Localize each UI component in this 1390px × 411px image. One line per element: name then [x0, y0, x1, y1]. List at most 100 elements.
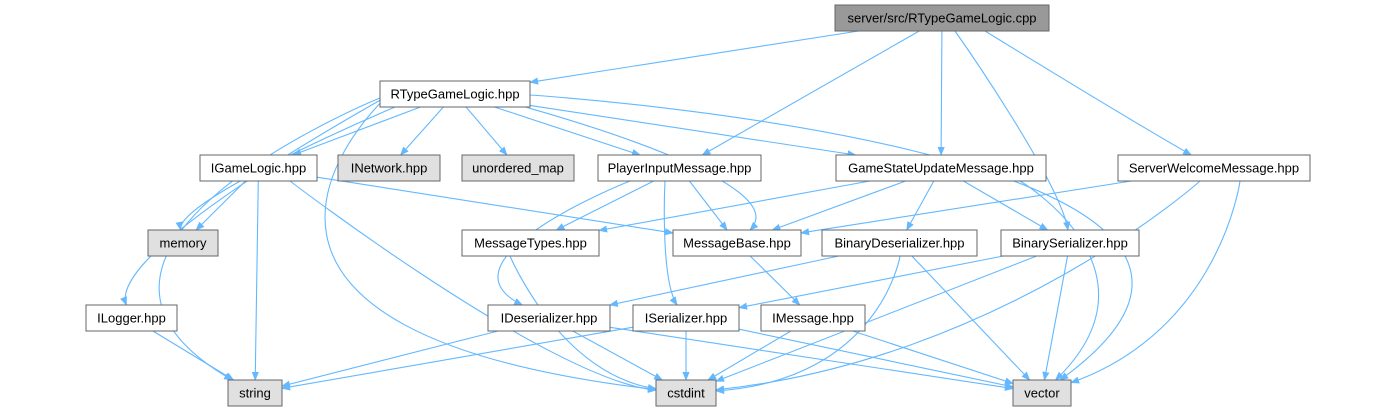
- node-box-mem: [147, 229, 219, 257]
- node-mem: memory: [147, 229, 219, 257]
- node-box-iser: [632, 304, 740, 332]
- nodes-layer: server/src/RTypeGameLogic.cppRTypeGameLo…: [85, 4, 1311, 407]
- edge-group-swm-vec: [1070, 180, 1241, 384]
- node-pim[interactable]: PlayerInputMessage.hpp: [597, 154, 762, 182]
- node-label-bs: BinarySerializer.hpp: [1012, 236, 1128, 251]
- node-mt[interactable]: MessageTypes.hpp: [461, 229, 600, 257]
- node-bd[interactable]: BinaryDeserializer.hpp: [821, 229, 978, 257]
- node-box-cint: [655, 379, 717, 407]
- edge-group-root-gsum: [937, 30, 945, 156]
- node-swm[interactable]: ServerWelcomeMessage.hpp: [1117, 154, 1311, 182]
- edge-group-iser-vec: [738, 328, 1014, 389]
- edge-ides-str: [281, 330, 499, 388]
- node-label-igl: IGameLogic.hpp: [211, 161, 306, 176]
- node-label-ides: IDeserializer.hpp: [501, 311, 598, 326]
- edge-iser-str: [281, 326, 634, 391]
- edge-group-pim-ides: [497, 180, 631, 306]
- edge-rtgl-mb: [524, 106, 759, 231]
- edge-group-root-rtgl: [529, 30, 859, 85]
- edge-pim-mt: [555, 180, 654, 231]
- edge-pim-iser: [663, 180, 678, 306]
- edge-group-rtgl-mb: [524, 106, 759, 231]
- edge-bs-vec: [1042, 255, 1069, 381]
- edge-group-pim-iser: [663, 180, 678, 306]
- edge-bs-cint: [715, 255, 1037, 382]
- edge-root-bs: [954, 30, 1071, 231]
- node-label-rtgl: RTypeGameLogic.hpp: [390, 87, 519, 102]
- node-label-str: string: [239, 386, 271, 401]
- edge-group-gsum-bs: [963, 180, 1049, 231]
- edge-rtgl-gsum: [529, 104, 857, 158]
- node-box-igl: [199, 154, 318, 182]
- edge-group-root-pim: [701, 30, 920, 156]
- node-box-bd: [821, 229, 978, 257]
- node-bs[interactable]: BinarySerializer.hpp: [1000, 229, 1140, 257]
- edge-group-root-bs: [954, 30, 1071, 231]
- edge-group-rtgl-pim: [494, 106, 641, 156]
- node-label-inet: INetwork.hpp: [351, 161, 428, 176]
- node-label-imsg: IMessage.hpp: [772, 311, 854, 326]
- node-box-ides: [487, 304, 611, 332]
- edge-igl-mb: [316, 176, 674, 236]
- edge-group-rtgl-umap: [465, 106, 508, 156]
- edge-group-rtgl-gsum: [529, 104, 857, 158]
- node-vec: vector: [1012, 379, 1072, 407]
- edge-swm-cint: [715, 180, 1201, 393]
- node-box-mb: [672, 229, 802, 257]
- edge-rtgl-pim: [494, 106, 641, 156]
- node-str: string: [227, 379, 283, 407]
- edge-group-gsum-bd: [906, 180, 935, 231]
- node-mb[interactable]: MessageBase.hpp: [672, 229, 802, 257]
- node-label-umap: unordered_map: [472, 161, 564, 176]
- edge-group-bs-iser: [738, 255, 1004, 310]
- node-rtgl[interactable]: RTypeGameLogic.hpp: [379, 80, 531, 108]
- edge-group-gsum-vec: [1019, 180, 1100, 381]
- node-gsum[interactable]: GameStateUpdateMessage.hpp: [835, 154, 1047, 182]
- edge-gsum-mt: [598, 180, 870, 233]
- edge-gsum-bd: [906, 180, 935, 231]
- edge-igl-str: [251, 180, 259, 381]
- edge-group-imsg-vec: [852, 330, 1014, 385]
- node-ides[interactable]: IDeserializer.hpp: [487, 304, 611, 332]
- edge-group-pim-mb: [689, 180, 728, 231]
- edge-pim-mb: [689, 180, 728, 231]
- edge-swm-vec: [1070, 180, 1241, 384]
- node-label-pim: PlayerInputMessage.hpp: [608, 161, 752, 176]
- node-label-mb: MessageBase.hpp: [683, 236, 791, 251]
- edge-gsum-bs: [963, 180, 1049, 231]
- edge-igl-cint: [289, 180, 657, 393]
- node-box-pim: [597, 154, 762, 182]
- node-box-str: [227, 379, 283, 407]
- edge-group-ides-cint: [572, 330, 664, 381]
- node-cint: cstdint: [655, 379, 717, 407]
- node-box-swm: [1117, 154, 1311, 182]
- node-label-bd: BinaryDeserializer.hpp: [834, 236, 964, 251]
- edge-group-rtgl-vec: [529, 94, 1133, 381]
- edge-root-swm: [984, 30, 1193, 156]
- edge-group-bs-cint: [715, 255, 1037, 382]
- edge-group-swm-mb: [800, 180, 1132, 236]
- node-box-root: [834, 4, 1050, 32]
- edge-ilog-str: [152, 330, 235, 381]
- edge-group-pim-mt: [555, 180, 654, 231]
- node-label-mt: MessageTypes.hpp: [474, 236, 587, 251]
- edge-gsum-vec: [1019, 180, 1100, 381]
- node-imsg[interactable]: IMessage.hpp: [760, 304, 866, 332]
- node-igl[interactable]: IGameLogic.hpp: [199, 154, 318, 182]
- edge-group-bd-cint: [715, 255, 901, 395]
- edge-group-bs-vec: [1042, 255, 1069, 381]
- edge-group-root-swm: [984, 30, 1193, 156]
- node-box-rtgl: [379, 80, 531, 108]
- node-label-gsum: GameStateUpdateMessage.hpp: [848, 161, 1034, 176]
- edge-group-igl-mem: [195, 180, 246, 231]
- node-ilog[interactable]: ILogger.hpp: [85, 304, 178, 332]
- node-label-vec: vector: [1024, 386, 1060, 401]
- edge-group-igl-mb: [316, 176, 674, 236]
- edge-rtgl-umap: [465, 106, 508, 156]
- node-umap: unordered_map: [461, 154, 575, 182]
- edge-ides-vec: [609, 326, 1014, 391]
- edge-group-bd-vec: [911, 255, 1031, 381]
- node-box-ilog: [85, 304, 178, 332]
- node-root[interactable]: server/src/RTypeGameLogic.cpp: [834, 4, 1050, 32]
- node-iser[interactable]: ISerializer.hpp: [632, 304, 740, 332]
